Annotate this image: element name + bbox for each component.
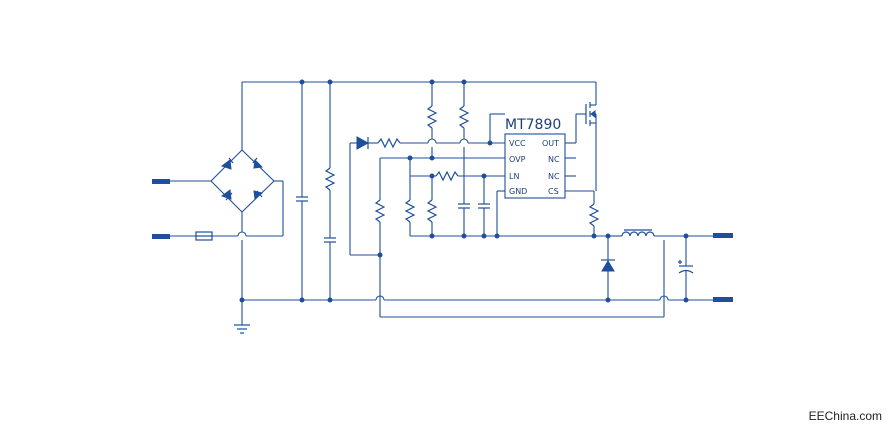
freewheel-diode bbox=[601, 236, 615, 300]
mosfet bbox=[585, 99, 597, 191]
ac-input-terminal-l bbox=[152, 179, 170, 184]
chip-name: MT7890 bbox=[505, 117, 561, 133]
pin-label-nc-2: NC bbox=[548, 172, 560, 181]
bottom-rail bbox=[242, 295, 713, 301]
chip-left-wiring bbox=[374, 157, 622, 300]
input-capacitor-2 bbox=[324, 237, 336, 300]
bridge-rectifier bbox=[210, 149, 275, 213]
watermark-text: EEChina.com bbox=[808, 409, 882, 423]
output-terminal-positive bbox=[713, 233, 733, 238]
junction-dots bbox=[239, 79, 689, 303]
pin-label-nc-1: NC bbox=[548, 155, 560, 164]
ac-input-terminals bbox=[152, 179, 170, 239]
pin-label-vcc: VCC bbox=[509, 139, 526, 148]
pin-label-ovp: OVP bbox=[509, 155, 526, 164]
top-divider-resistor-1 bbox=[426, 82, 438, 158]
input-capacitor-1 bbox=[296, 82, 308, 300]
output-terminal-negative bbox=[713, 297, 733, 302]
output-capacitor bbox=[678, 236, 694, 300]
return-loop bbox=[379, 240, 665, 318]
mt7890-chip: MT7890 VCC OVP LN GND OUT NC NC CS bbox=[504, 117, 566, 199]
bleed-resistor bbox=[324, 82, 336, 238]
ac-input-terminal-n bbox=[152, 234, 170, 239]
ground-symbol bbox=[234, 324, 250, 334]
startup-path bbox=[349, 136, 505, 256]
top-rail bbox=[242, 81, 597, 99]
fuse bbox=[195, 231, 213, 241]
pin-label-out: OUT bbox=[542, 139, 559, 148]
pin-label-ln: LN bbox=[509, 172, 519, 181]
pin-label-cs: CS bbox=[548, 187, 559, 196]
top-divider-resistor-2 bbox=[458, 82, 470, 204]
inductor bbox=[608, 229, 713, 237]
sense-resistor bbox=[588, 191, 600, 236]
input-wiring bbox=[170, 180, 284, 237]
pin-label-gnd: GND bbox=[509, 187, 527, 196]
chip-right-wiring bbox=[565, 113, 594, 192]
led-output-terminals bbox=[713, 233, 733, 302]
